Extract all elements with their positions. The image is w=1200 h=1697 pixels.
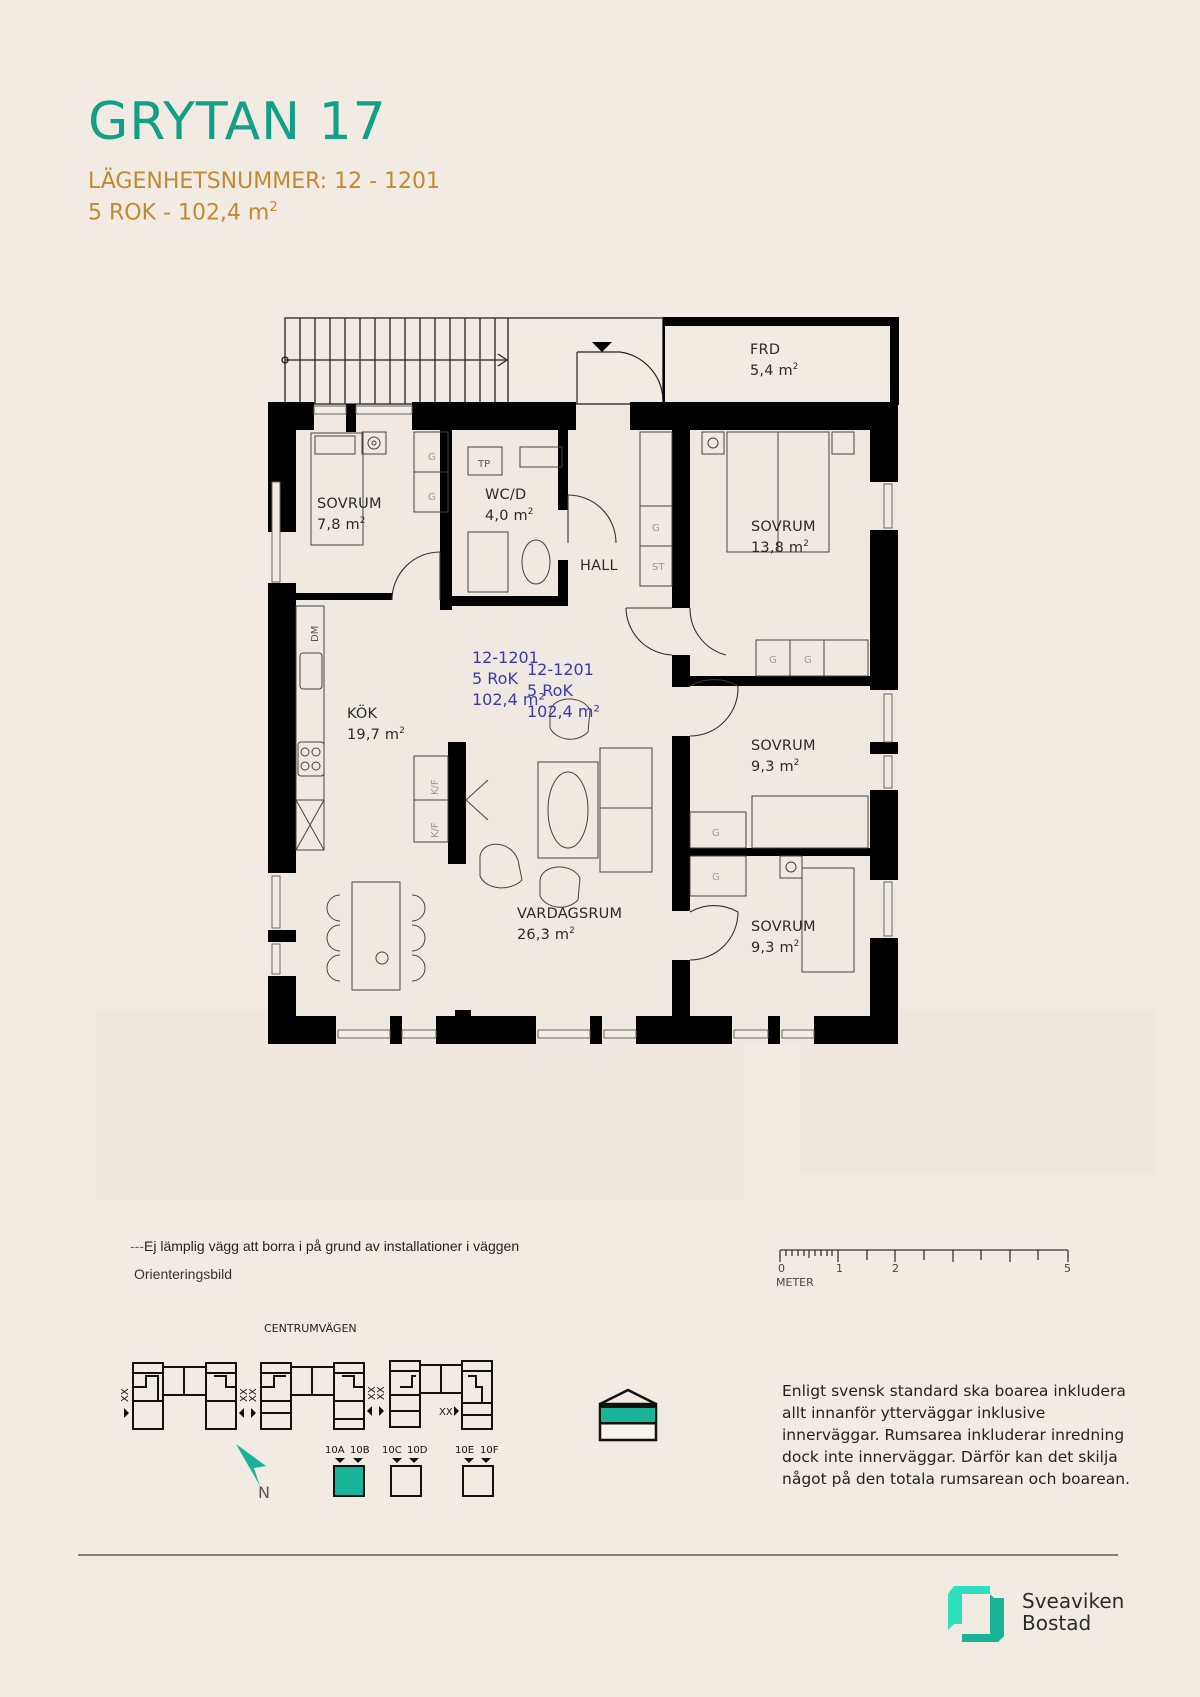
room-area: 5,4 m2	[750, 362, 799, 380]
room-wc: WC/D 4,0 m2	[485, 485, 534, 527]
svg-text:XX: XX	[439, 1407, 453, 1418]
room-area: 9,3 m2	[751, 939, 800, 957]
building-section-icon	[598, 1388, 658, 1442]
svg-text:K/F: K/F	[430, 779, 441, 795]
room-hall: HALL	[580, 556, 618, 577]
svg-text:G: G	[769, 655, 777, 666]
logo-text: Sveaviken Bostad	[1022, 1590, 1124, 1634]
svg-text:G: G	[652, 523, 660, 534]
svg-text:10B: 10B	[350, 1445, 370, 1456]
svg-text:G: G	[428, 492, 436, 503]
svg-text:ST: ST	[652, 562, 665, 573]
selected-entrance-box	[335, 1467, 363, 1495]
room-sovrum-3: SOVRUM 9,3 m2	[751, 736, 816, 778]
svg-text:N: N	[258, 1483, 270, 1500]
walls	[268, 402, 898, 1044]
overlay-id: 12-1201	[527, 660, 594, 679]
room-kok: KÖK 19,7 m2	[347, 704, 405, 746]
svg-text:XX: XX	[367, 1386, 378, 1400]
footer-divider	[78, 1554, 1118, 1556]
svg-text:XX: XX	[376, 1386, 387, 1400]
svg-text:G: G	[712, 828, 720, 839]
svg-text:DM: DM	[310, 626, 321, 642]
logo-line-1: Sveaviken	[1022, 1589, 1125, 1613]
room-name: SOVRUM	[317, 496, 382, 512]
legend-text: Ej lämplig vägg att borra i på grund av …	[144, 1238, 520, 1254]
svg-text:XX: XX	[120, 1388, 131, 1402]
north-arrow-icon	[236, 1444, 266, 1486]
room-area: 19,7 m2	[347, 726, 405, 744]
room-vardagsrum: VARDAGSRUM 26,3 m2	[517, 904, 622, 946]
orientation-label: Orienteringsbild	[134, 1266, 233, 1282]
scale-tick-5: 5	[1064, 1262, 1071, 1275]
room-area: 13,8 m2	[751, 539, 809, 557]
svg-text:10A: 10A	[325, 1445, 345, 1456]
overlay-rooms: 5 RoK	[472, 668, 518, 688]
apartment-number: LÄGENHETSNUMMER: 12 - 1201	[88, 169, 441, 194]
room-frd: FRD 5,4 m2	[750, 340, 799, 382]
svg-text:G: G	[428, 452, 436, 463]
apartment-size-text: 5 ROK - 102,4 m	[88, 200, 270, 226]
room-sovrum-1: SOVRUM 7,8 m2	[317, 494, 382, 536]
room-sovrum-4: SOVRUM 9,3 m2	[751, 917, 816, 959]
room-area: 9,3 m2	[751, 758, 800, 776]
street-name: CENTRUMVÄGEN	[264, 1322, 357, 1335]
sveaviken-logo-icon	[948, 1586, 1004, 1642]
scale-unit: METER	[776, 1276, 814, 1289]
scale-bar	[779, 1249, 1069, 1262]
room-name: FRD	[750, 342, 781, 358]
svg-text:10C: 10C	[382, 1445, 402, 1456]
room-name: SOVRUM	[751, 519, 816, 535]
label-tp: TP	[477, 459, 490, 470]
room-name: SOVRUM	[751, 738, 816, 754]
room-area: 7,8 m2	[317, 516, 366, 534]
page-title: GRYTAN 17	[88, 92, 387, 152]
svg-text:10D: 10D	[407, 1445, 428, 1456]
svg-text:10E: 10E	[455, 1445, 474, 1456]
room-name: KÖK	[347, 706, 378, 722]
room-name: WC/D	[485, 487, 527, 503]
apartment-size-sup: 2	[269, 200, 278, 215]
room-name: HALL	[580, 558, 618, 574]
room-area: 4,0 m2	[485, 507, 534, 525]
drill-warning-legend: ---Ej lämplig vägg att borra i på grund …	[130, 1238, 519, 1254]
room-area: 26,3 m2	[517, 926, 575, 944]
scale-tick-2: 2	[892, 1262, 899, 1275]
apartment-overlay-2: 12-1201 5 RoK 102,4 m²	[527, 660, 600, 722]
svg-text:G: G	[712, 872, 720, 883]
logo-line-2: Bostad	[1022, 1611, 1092, 1635]
svg-text:G: G	[804, 655, 812, 666]
room-sovrum-2: SOVRUM 13,8 m2	[751, 517, 816, 559]
floor-plan: TP G G G ST G G G G DM K/F K/F	[268, 317, 899, 1044]
svg-text:10F: 10F	[480, 1445, 499, 1456]
apartment-overlay-1: 12-1201 5 RoK 102,4 m²	[472, 648, 545, 710]
svg-text:XX: XX	[248, 1388, 259, 1402]
overlay-rooms: 5 RoK	[527, 680, 573, 700]
svg-text:XX: XX	[239, 1388, 250, 1402]
site-plan: XX XX XX XX XX XX 10A 10B 10C 10D 10E 10F N	[120, 1360, 499, 1500]
area-disclaimer: Enligt svensk standard ska boarea inklud…	[782, 1382, 1130, 1488]
apartment-size: 5 ROK - 102,4 m2	[88, 201, 278, 224]
overlay-area: 102,4 m²	[527, 701, 600, 721]
svg-text:K/F: K/F	[430, 822, 441, 838]
overlay-id: 12-1201	[472, 648, 539, 667]
stairs	[281, 317, 664, 405]
overlay-area: 102,4 m²	[472, 689, 545, 709]
room-name: VARDAGSRUM	[517, 906, 623, 922]
scale-tick-1: 1	[836, 1262, 843, 1275]
scale-tick-0: 0	[778, 1262, 785, 1275]
room-name: SOVRUM	[751, 919, 816, 935]
red-dash-symbol: ---	[130, 1238, 144, 1254]
